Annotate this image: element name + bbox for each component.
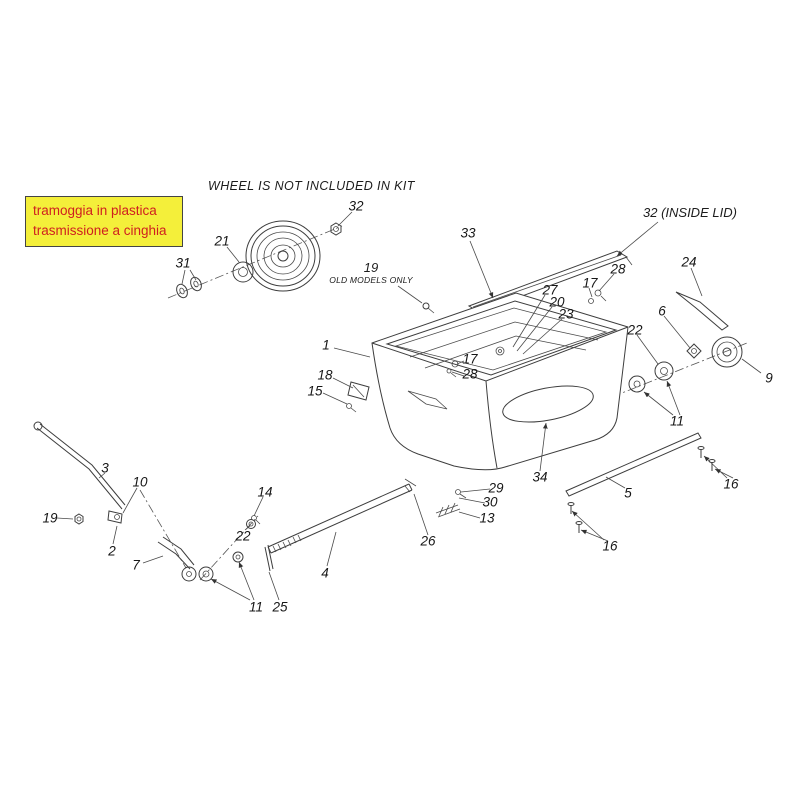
front-oval-34 bbox=[502, 385, 594, 423]
screw-15 bbox=[346, 403, 352, 409]
axis-lines bbox=[139, 225, 748, 581]
rollers-22-right bbox=[628, 361, 674, 393]
pin-25 bbox=[264, 544, 274, 572]
washers-31 bbox=[176, 276, 202, 299]
old-models-note: 19 OLD MODELS ONLY bbox=[325, 260, 417, 285]
interior-fastener bbox=[495, 346, 505, 356]
lever-7 bbox=[157, 536, 197, 582]
callout-line-2: trasmissione a cinghia bbox=[33, 223, 167, 239]
spring-13 bbox=[435, 502, 461, 518]
nut-6 bbox=[686, 343, 702, 359]
inside-lid-note: 32 (INSIDE LID) bbox=[643, 205, 737, 220]
hopper-box bbox=[371, 292, 629, 471]
side-chevron-detail bbox=[407, 390, 448, 410]
washer-22-left bbox=[246, 519, 256, 529]
bar-5 bbox=[565, 432, 702, 497]
screw-19-old-models bbox=[422, 302, 435, 314]
rod-3 bbox=[33, 421, 126, 510]
nut-19-left bbox=[74, 513, 84, 525]
callout-line-1: tramoggia in plastica bbox=[33, 203, 157, 218]
screws-28-17-right bbox=[588, 289, 607, 304]
bearing-11-bottom bbox=[198, 551, 244, 582]
wheel-note: WHEEL IS NOT INCLUDED IN KIT bbox=[208, 179, 415, 193]
shaft-4 bbox=[267, 483, 413, 554]
bracket-18 bbox=[346, 381, 370, 413]
leader-lines bbox=[56, 211, 762, 601]
bearing-21 bbox=[232, 261, 254, 283]
old-models-number: 19 bbox=[363, 260, 379, 275]
clevis-2 bbox=[107, 510, 123, 524]
wheel-assembly bbox=[176, 220, 342, 299]
callout-box: tramoggia in plastica trasmissione a cin… bbox=[25, 196, 183, 247]
old-models-text: OLD MODELS ONLY bbox=[329, 275, 413, 285]
nut-32 bbox=[330, 222, 342, 236]
pulley-9 bbox=[711, 336, 743, 368]
screw-29-30 bbox=[455, 489, 467, 499]
blade-24 bbox=[675, 291, 729, 331]
